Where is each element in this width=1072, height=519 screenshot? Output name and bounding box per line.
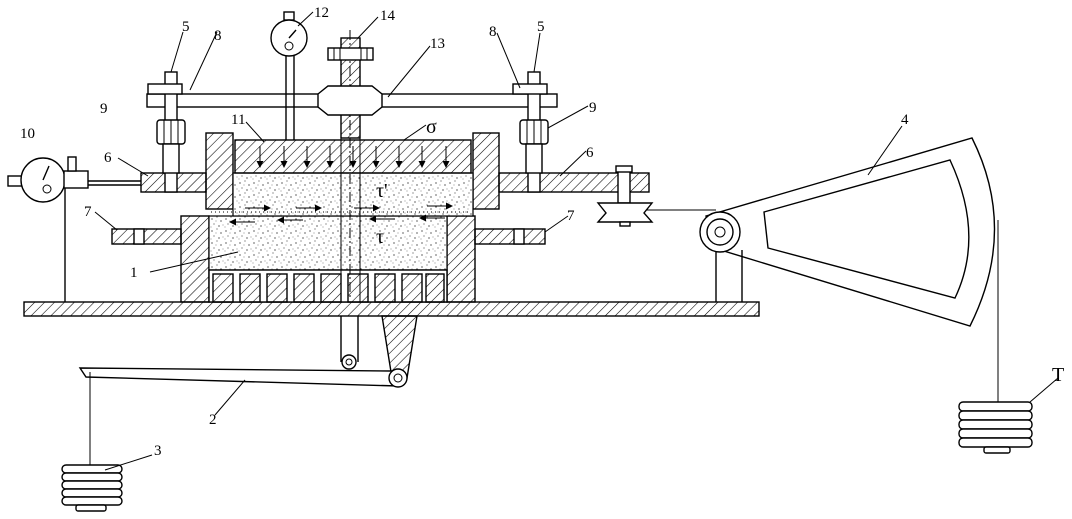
guide-pulley: [596, 165, 654, 227]
label-5-left: 5: [182, 19, 190, 35]
normal-stress-arrows: [256, 146, 450, 168]
upper-shear-box: [205, 132, 500, 217]
lateral-plates: [111, 228, 546, 245]
bell-crank-lever: [699, 137, 999, 402]
label-6-right: 6: [586, 145, 594, 161]
left-rod-assembly: [147, 71, 186, 193]
label-9-right: 9: [589, 100, 597, 116]
weight-stack-T: [958, 401, 1033, 454]
cross-beam: [146, 85, 558, 116]
label-13: 13: [430, 36, 445, 52]
label-5-right: 5: [537, 19, 545, 35]
label-4: 4: [901, 112, 909, 128]
label-1: 1: [130, 265, 138, 281]
vertical-dial-gauge: [270, 11, 308, 140]
label-T: T: [1052, 364, 1064, 386]
label-9-left: 9: [100, 101, 108, 117]
label-7-left: 7: [84, 204, 92, 220]
symbol-tau: τ: [376, 226, 384, 248]
label-10: 10: [20, 126, 35, 142]
weight-stack-3: [61, 464, 123, 512]
label-8-left: 8: [214, 28, 222, 44]
symbol-sigma: σ: [426, 116, 437, 138]
lower-shear-box: [180, 215, 476, 303]
base-plate: [23, 301, 760, 317]
label-11: 11: [231, 112, 245, 128]
loading-lever: [78, 367, 408, 465]
label-14: 14: [380, 8, 396, 24]
label-12: 12: [314, 5, 329, 21]
symbol-tau-prime: τ': [376, 180, 388, 202]
label-2: 2: [209, 412, 217, 428]
loading-screw: [327, 47, 374, 61]
leader-lines: [94, 11, 1059, 471]
shear-stress-arrows: [229, 202, 453, 226]
horizontal-dial-gauge: [7, 156, 89, 302]
lever-bracket: [340, 315, 418, 379]
label-8-right: 8: [489, 24, 497, 40]
label-3: 3: [154, 443, 162, 459]
label-6-left: 6: [104, 150, 112, 166]
label-7-right: 7: [567, 208, 575, 224]
